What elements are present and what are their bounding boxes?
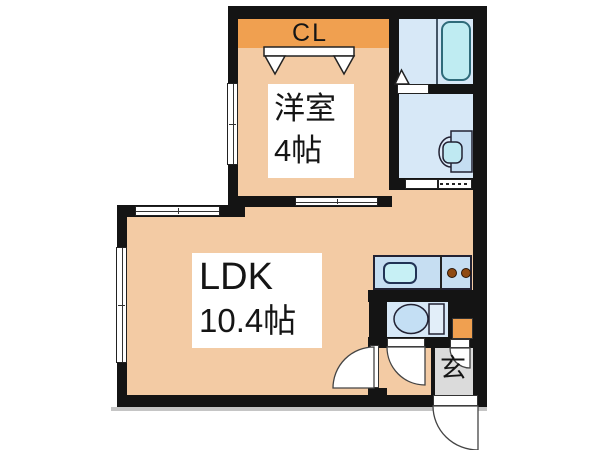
wall xyxy=(473,6,487,407)
wall xyxy=(448,318,452,340)
washroom-floor xyxy=(398,94,473,178)
entrance-label: 玄 xyxy=(439,353,466,383)
kitchen-sink xyxy=(383,262,417,284)
entrance-step-line xyxy=(431,345,435,395)
shoe-cabinet xyxy=(452,318,473,339)
ldk-size: 10.4帖 xyxy=(199,302,297,339)
bath-divider-line xyxy=(436,19,438,84)
window-west-room xyxy=(227,83,238,165)
bathtub xyxy=(441,21,471,81)
entrance-door-leaf xyxy=(433,395,478,406)
storage-door-leaf xyxy=(450,339,470,348)
toilet-room-floor xyxy=(380,302,448,337)
entrance-door-arc xyxy=(432,405,479,450)
wall xyxy=(228,6,487,19)
closet-floor xyxy=(238,19,389,48)
western-room-name: 洋室 xyxy=(274,91,336,126)
closet-label: CL xyxy=(292,19,328,47)
bathroom-door xyxy=(397,84,429,94)
accordion-door xyxy=(438,179,472,189)
window-ldk-left xyxy=(116,247,127,363)
ldk-label: LDK 10.4帖 xyxy=(192,253,322,348)
window-ldk-top xyxy=(135,206,220,216)
sliding-door-west-ldk xyxy=(295,197,378,206)
wall xyxy=(389,84,473,94)
drop-shadow xyxy=(111,407,487,411)
western-room-size: 4帖 xyxy=(274,133,323,168)
wall xyxy=(369,290,387,347)
western-room-label: 洋室 4帖 xyxy=(268,84,354,178)
counter-divider xyxy=(440,255,442,290)
stove-burner xyxy=(461,268,471,278)
ldk-name: LDK xyxy=(199,256,273,298)
wall xyxy=(117,395,487,407)
washroom-door xyxy=(405,179,438,189)
ldk-door-leaf xyxy=(370,345,379,388)
wall xyxy=(470,337,473,348)
wall xyxy=(448,292,473,318)
wall xyxy=(368,290,473,302)
wall xyxy=(389,6,399,190)
stove-burner xyxy=(447,268,457,278)
wall xyxy=(368,388,387,397)
toilet-door-leaf xyxy=(387,338,425,347)
